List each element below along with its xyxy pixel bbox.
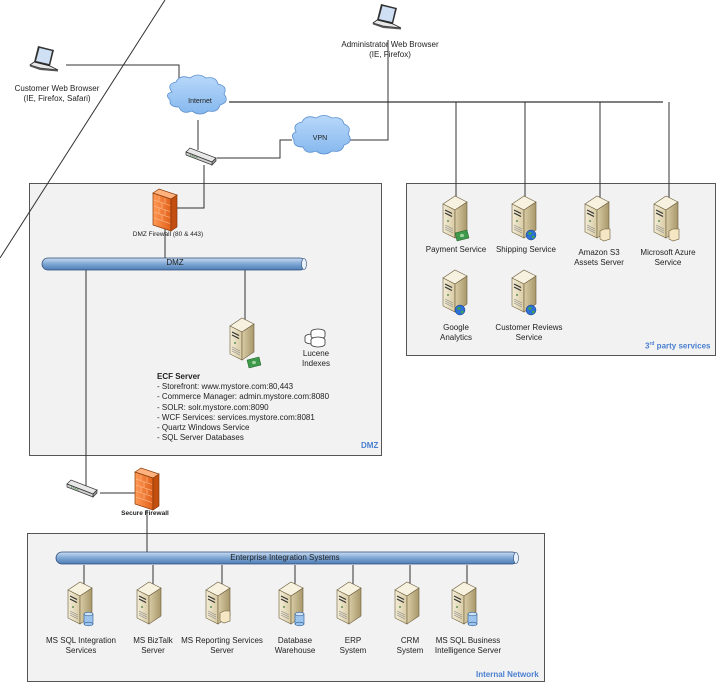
ms-sql-integration-icon (67, 581, 94, 627)
service-name: Microsoft Azure (640, 248, 696, 257)
ecf-item: - Storefront: www.mystore.com:80,443 (157, 382, 294, 392)
ecf-server-details: ECF Server - Storefront: www.mystore.com… (157, 372, 329, 443)
ms-reporting-icon (205, 581, 231, 625)
service-name: Shipping Service (495, 245, 557, 254)
system-name: ERP (344, 636, 362, 645)
service-name: Customer Reviews (495, 323, 563, 332)
system-name: MS BizTalk (133, 636, 173, 645)
service-name-2: Assets Server (574, 258, 624, 267)
ecf-item: - SOLR: solr.mystore.com:8090 (157, 402, 269, 412)
ms-sql-bi-icon (451, 581, 478, 627)
admin-laptop-icon (372, 3, 402, 30)
zone-label-suffix: party services (654, 341, 711, 351)
service-name: Amazon S3 (578, 248, 620, 257)
crm-system-icon (394, 581, 420, 625)
ecf-server-title: ECF Server (157, 372, 201, 381)
internet-label: Internet (188, 98, 212, 105)
customer-browser-name: Customer Web Browser (14, 84, 100, 93)
service-label: Shipping Service (490, 245, 562, 255)
ecf-item: - SQL Server Databases (157, 433, 244, 443)
ecf-item: - WCF Services: services.mystore.com:808… (157, 412, 315, 422)
system-name-2: Warehouse (274, 646, 316, 655)
dmz-firewall-icon (152, 188, 178, 232)
system-name-2: System (396, 646, 424, 655)
admin-browser-label: Administrator Web Browser (IE, Firefox) (335, 40, 445, 60)
ecf-item: - Commerce Manager: admin.mystore.com:80… (157, 392, 330, 402)
link-admin (345, 40, 389, 141)
zone-label-prefix: 3 (645, 341, 650, 351)
service-name-2: Service (515, 333, 543, 342)
third-party-zone-label: 3rd party services (645, 341, 711, 351)
ecf-item: - Quartz Windows Service (157, 423, 250, 433)
enterprise-bus (55, 551, 519, 565)
system-name-2: Intelligence Server (434, 646, 502, 655)
dmz-firewall-label: DMZ Firewall (80 & 443) (132, 231, 204, 238)
admin-browser-versions: (IE, Firefox) (369, 50, 411, 59)
enterprise-bus-label: Enterprise Integration Systems (230, 553, 340, 562)
edge-switch-icon (185, 147, 217, 166)
vpn-cloud-icon (292, 115, 351, 155)
service-label: Payment Service (420, 245, 492, 255)
internal-switch-icon (66, 479, 98, 498)
system-name: Database (277, 636, 313, 645)
dmz-zone-label: DMZ (361, 441, 379, 450)
system-name: MS SQL Business (435, 636, 501, 645)
lucene-line1: Lucene (302, 349, 330, 358)
dmz-zone (29, 183, 382, 456)
system-name: CRM (400, 636, 420, 645)
erp-system-icon (336, 581, 362, 625)
system-name: MS Reporting Services (181, 636, 263, 645)
internal-zone-label: Internal Network (476, 670, 539, 679)
payment-service-icon (442, 195, 470, 242)
system-name-2: Server (210, 646, 234, 655)
system-name-2: Services (65, 646, 97, 655)
internet-cloud-icon (167, 74, 227, 115)
lucene-indexes-icon (304, 328, 326, 348)
service-name-2: Service (654, 258, 682, 267)
vpn-label: VPN (312, 135, 328, 142)
admin-browser-name: Administrator Web Browser (341, 40, 439, 49)
customer-browser-versions: (IE, Firefox, Safari) (23, 94, 91, 103)
service-name: Google (443, 323, 469, 332)
secure-firewall-label: Secure Firewall (121, 510, 169, 517)
customer-laptop-icon (29, 45, 59, 72)
zone-label-sup: rd (649, 341, 655, 347)
customer-browser-label: Customer Web Browser (IE, Firefox, Safar… (2, 84, 112, 104)
system-name-2: Server (141, 646, 165, 655)
lucene-label: Lucene Indexes (296, 349, 336, 369)
ms-biztalk-icon (136, 581, 162, 625)
service-name: Payment Service (425, 245, 487, 254)
secure-firewall-icon (134, 467, 160, 511)
shipping-service-icon (511, 195, 537, 241)
system-name-2: System (339, 646, 367, 655)
database-warehouse-icon (278, 581, 305, 627)
dmz-bus-label: DMZ (166, 258, 184, 267)
service-name-2: Analytics (439, 333, 472, 342)
lucene-line2: Indexes (301, 359, 331, 368)
dmz-bus (41, 257, 307, 271)
system-name: MS SQL Integration (46, 636, 116, 645)
